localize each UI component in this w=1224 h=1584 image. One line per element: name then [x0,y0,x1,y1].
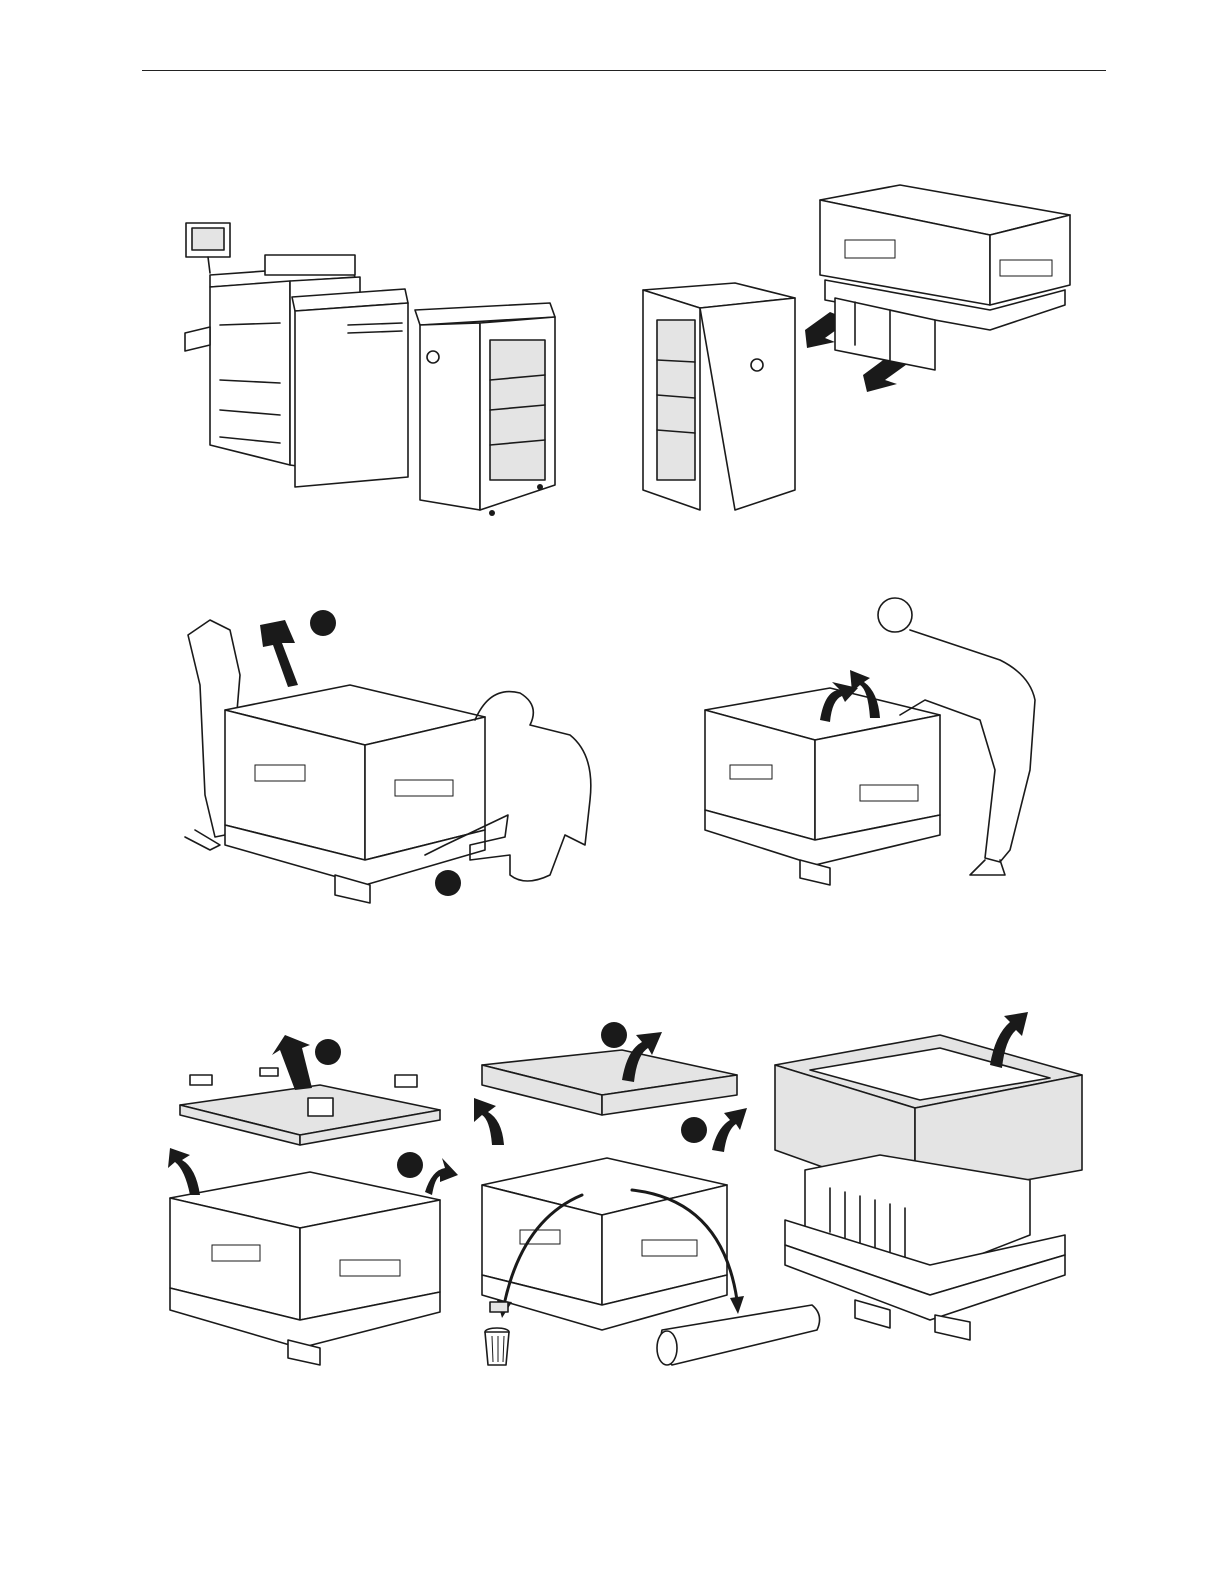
figure-remove-top-cover [160,1030,460,1370]
figure-remove-wrap [170,605,600,910]
step-marker-icon [681,1117,707,1143]
arrow-up-curved-icon [712,1108,747,1152]
figure-printer-system [180,215,560,520]
step-marker-icon [601,1022,627,1048]
step-marker-icon [310,610,336,636]
arrow-up-curved-icon [474,1098,504,1145]
figure-move-module [635,180,1075,515]
step-marker-icon [397,1152,423,1178]
arrow-up-curved-icon [260,620,298,687]
figure-lift-outer-box [770,1010,1090,1355]
figure-remove-straps [700,590,1050,895]
arrow-up-curved-icon [425,1158,458,1195]
arrow-up-curved-icon [272,1035,312,1090]
trash-can-icon [485,1328,509,1365]
header-rule [142,70,1106,71]
arrow-up-curved-icon [168,1148,200,1195]
step-marker-icon [435,870,461,896]
step-marker-icon [315,1039,341,1065]
